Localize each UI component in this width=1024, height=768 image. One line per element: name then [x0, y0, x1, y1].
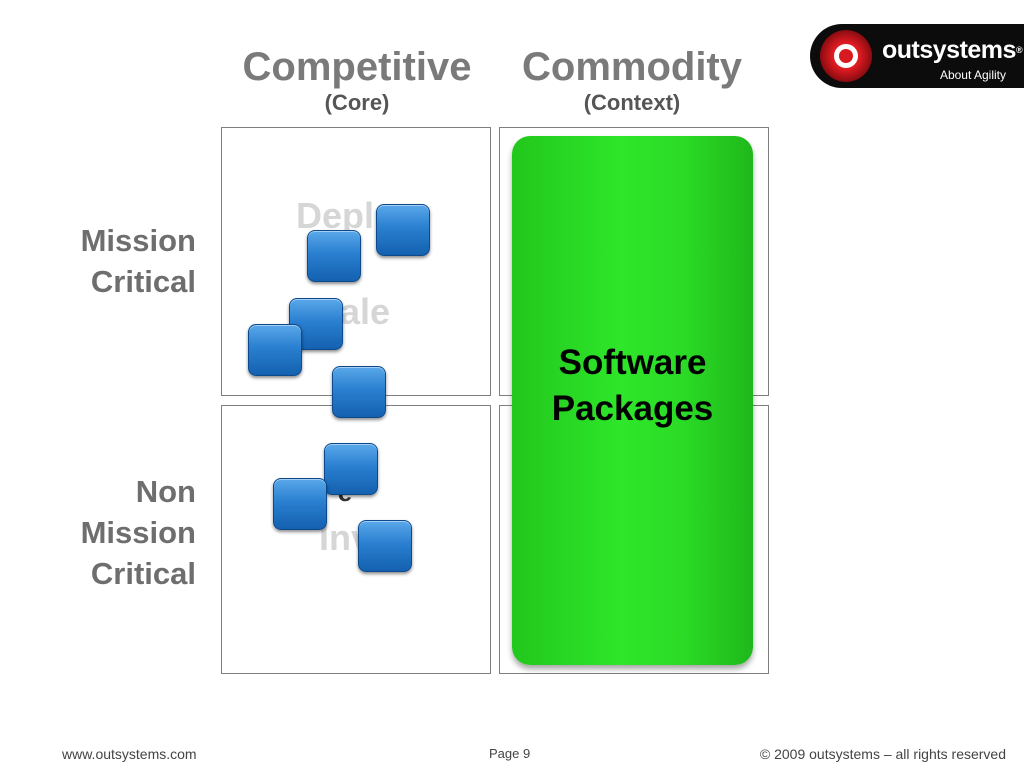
software-packages-line: Software	[558, 342, 707, 382]
column-header-commodity: Commodity (Context)	[497, 44, 767, 116]
software-packages-label: Software Packages	[552, 340, 714, 432]
column-subtitle: (Context)	[583, 90, 681, 115]
row-label-line: Mission	[80, 223, 196, 258]
row-label-mission-critical: Mission Critical	[81, 220, 196, 302]
footer-page-number: Page 9	[489, 746, 531, 761]
blue-cube-icon	[248, 324, 302, 376]
outsystems-logo: outsystems® About Agility	[810, 24, 1024, 88]
column-title: Competitive	[242, 45, 472, 89]
blue-cube-icon	[324, 443, 378, 495]
column-title: Commodity	[522, 45, 742, 89]
logo-disc-icon	[820, 30, 872, 82]
logo-registered-mark: ®	[1015, 45, 1023, 55]
blue-cube-icon	[376, 204, 430, 256]
row-label-non-mission-critical: Non Mission Critical	[81, 471, 196, 594]
logo-wordmark: outsystems®	[882, 36, 1023, 64]
row-label-line: Critical	[90, 556, 196, 591]
footer-copyright: © 2009 outsystems – all rights reserved	[759, 746, 1006, 762]
ghost-text-line: Depl	[295, 195, 374, 236]
blue-cube-icon	[332, 366, 386, 418]
logo-tagline: About Agility	[939, 68, 1006, 82]
column-header-competitive: Competitive (Core)	[222, 44, 492, 116]
software-packages-block: Software Packages	[512, 136, 753, 665]
software-packages-line: Packages	[551, 388, 714, 428]
blue-cube-icon	[273, 478, 327, 530]
column-subtitle: (Core)	[324, 90, 390, 115]
footer-url: www.outsystems.com	[62, 746, 197, 762]
row-label-line: Mission	[80, 515, 196, 550]
row-label-line: Critical	[90, 264, 196, 299]
row-label-line: Non	[135, 474, 196, 509]
blue-cube-icon	[358, 520, 412, 572]
logo-wordmark-text: outsystems	[882, 36, 1016, 64]
blue-cube-icon	[307, 230, 361, 282]
